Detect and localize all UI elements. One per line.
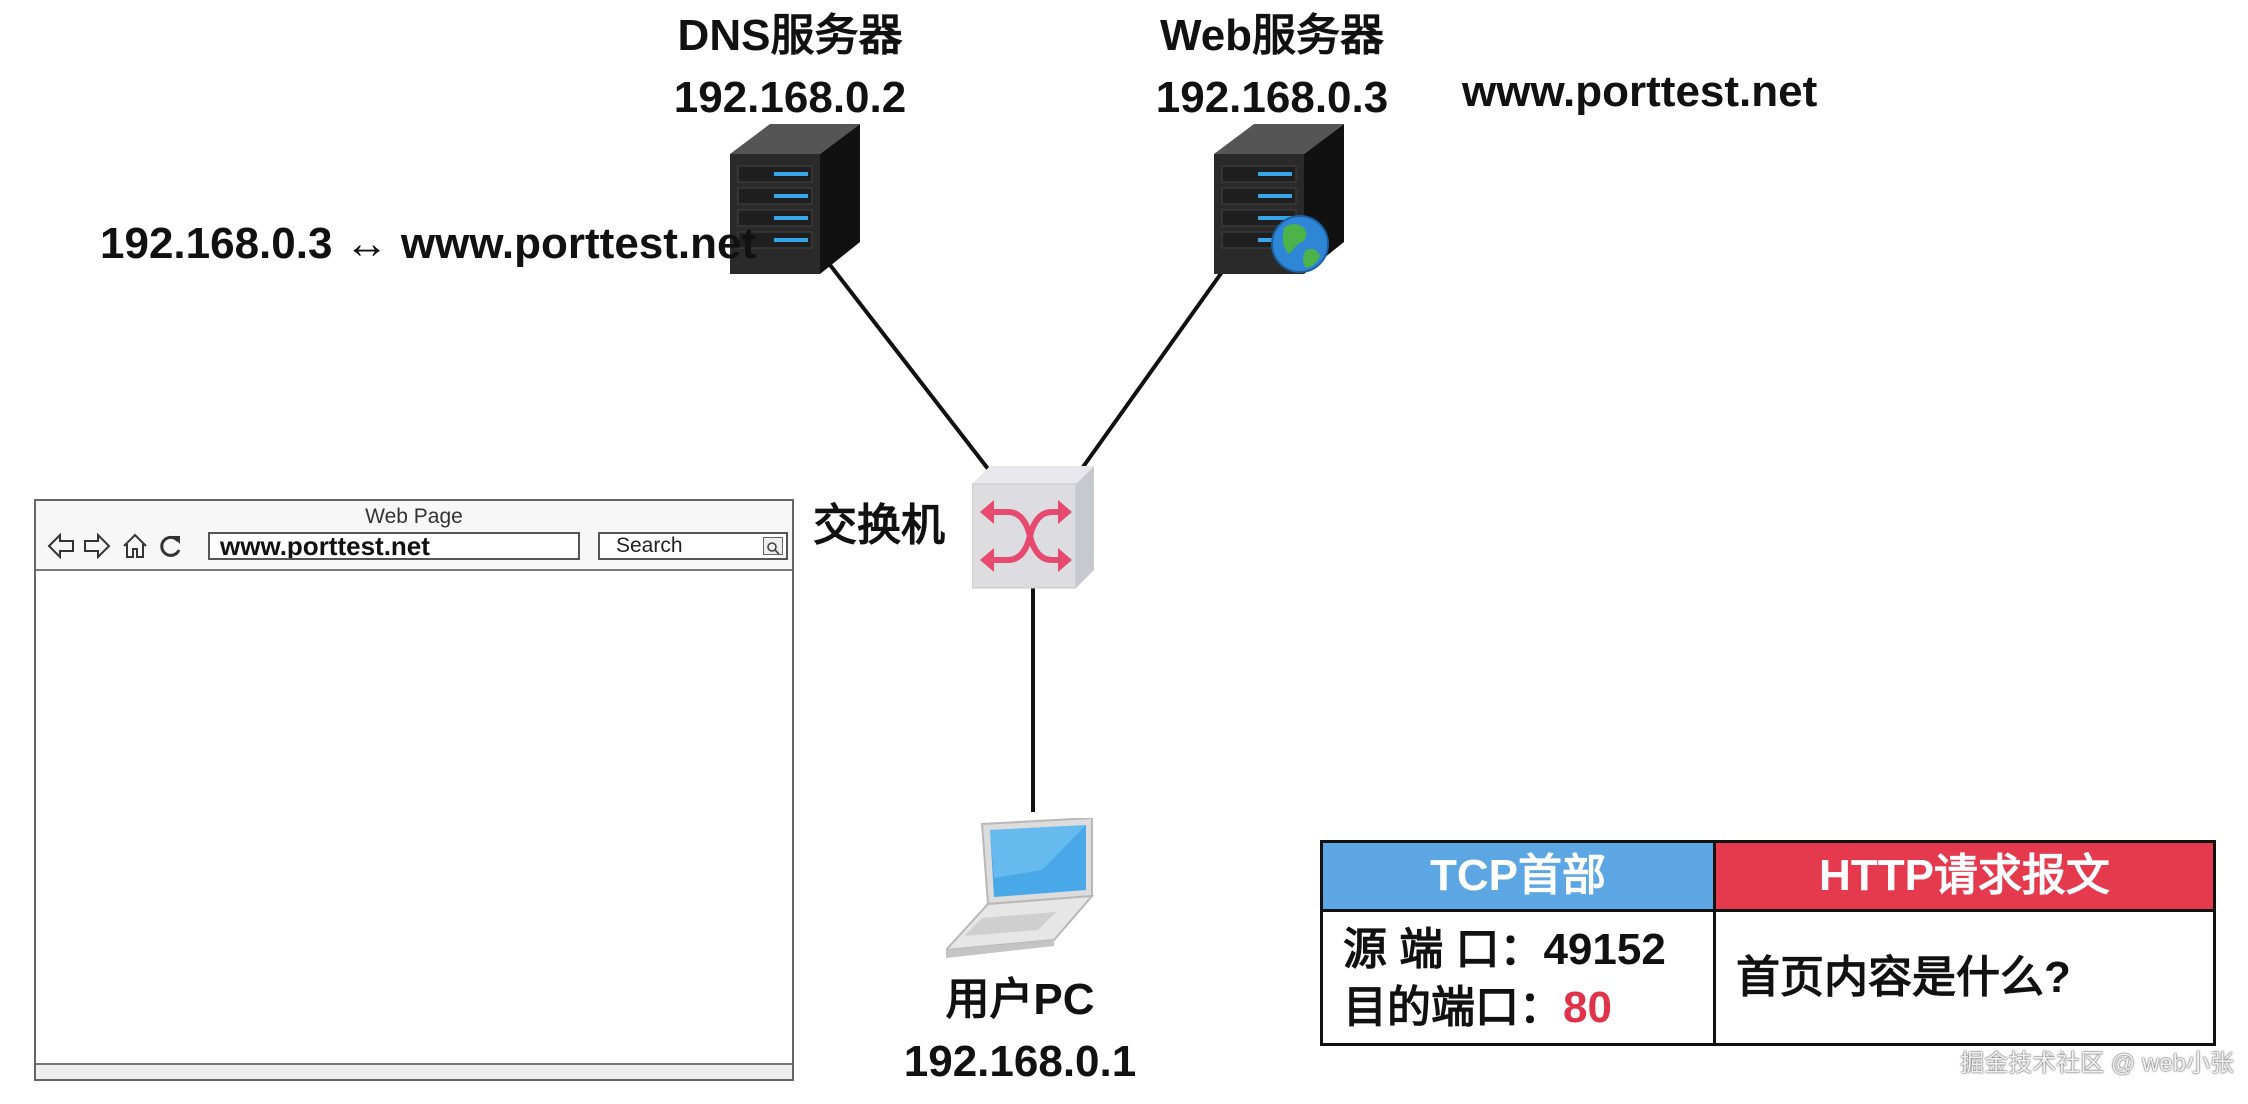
back-arrow-icon[interactable] [46, 531, 76, 561]
tcp-header-title: TCP首部 [1323, 843, 1713, 909]
dest-port-row: 目的端口：80 [1343, 986, 1612, 1030]
forward-arrow-icon[interactable] [82, 531, 112, 561]
dns-server-icon [730, 124, 860, 279]
laptop-icon [943, 816, 1096, 963]
browser-window: Web Page www.porttest.net Search [34, 499, 794, 1081]
tcp-header-body: 源 端 口：49152 目的端口：80 [1323, 909, 1713, 1043]
home-icon[interactable] [120, 531, 150, 561]
globe-icon [1271, 215, 1329, 273]
source-port-row: 源 端 口：49152 [1343, 928, 1666, 972]
web-server-icon [1214, 124, 1364, 281]
column-divider [1713, 843, 1716, 1043]
refresh-icon[interactable] [156, 531, 186, 561]
web-server-ip: 192.168.0.3 [1155, 73, 1389, 122]
dns-server-title: DNS服务器 [677, 11, 903, 60]
web-server-title: Web服务器 [1159, 11, 1385, 60]
packet-structure: TCP首部 HTTP请求报文 源 端 口：49152 目的端口：80 首页内容是… [1320, 840, 2216, 1046]
web-server-domain: www.porttest.net [1462, 67, 1818, 116]
search-input[interactable]: Search [598, 532, 788, 560]
source-port-value: 49152 [1543, 925, 1666, 974]
watermark: 掘金技术社区 @ web小张 [1960, 1050, 2234, 1077]
pc-title: 用户PC [945, 975, 1095, 1024]
switch-icon [971, 466, 1094, 595]
link-web-switch [1076, 256, 1234, 476]
http-request-title: HTTP请求报文 [1716, 843, 2213, 909]
search-placeholder: Search [616, 534, 683, 557]
dest-port-value: 80 [1563, 983, 1612, 1032]
source-port-label: 源 端 口： [1343, 925, 1544, 974]
browser-statusbar [36, 1063, 792, 1079]
browser-title: Web Page [365, 505, 463, 528]
dns-server-ip: 192.168.0.2 [673, 73, 907, 122]
link-dns-switch [818, 250, 994, 476]
http-request-content: 首页内容是什么? [1736, 953, 2071, 1002]
search-icon[interactable] [763, 537, 783, 555]
switch-label: 交换机 [813, 501, 945, 550]
pc-ip: 192.168.0.1 [903, 1037, 1137, 1086]
dns-record-mapping: 192.168.0.3 ↔ www.porttest.net [100, 219, 757, 268]
url-input[interactable]: www.porttest.net [208, 532, 580, 560]
browser-toolbar: Web Page www.porttest.net Search [36, 501, 792, 571]
http-request-body: 首页内容是什么? [1716, 909, 2213, 1043]
dest-port-label: 目的端口： [1343, 983, 1563, 1032]
